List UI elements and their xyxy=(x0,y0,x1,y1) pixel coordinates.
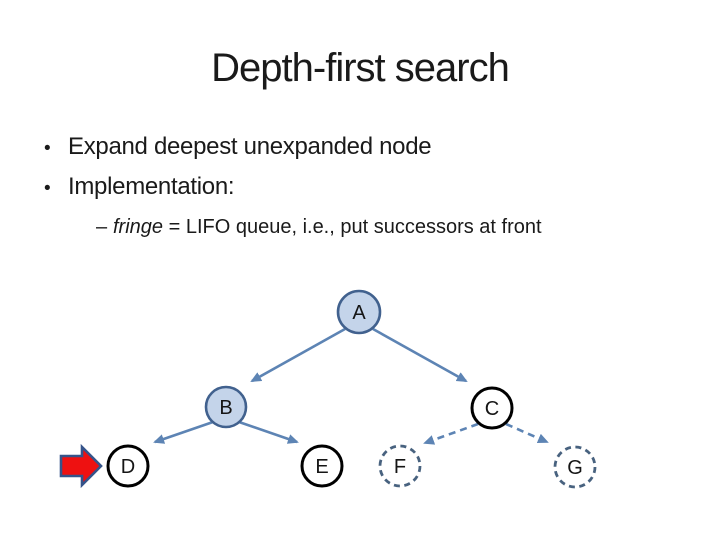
edge-C-G xyxy=(505,422,549,444)
node-D: D xyxy=(106,444,150,488)
node-F: F xyxy=(378,444,422,488)
node-G-circle xyxy=(553,445,597,489)
node-B-label: B xyxy=(219,397,232,419)
page-title: Depth-first search xyxy=(211,46,510,90)
edge-B-D xyxy=(153,420,214,444)
node-G: G xyxy=(553,445,597,489)
sub-bullet-text: fringe = LIFO queue, i.e., put successor… xyxy=(113,215,542,239)
node-B: B xyxy=(204,385,248,429)
bullet-icon: • xyxy=(44,138,51,159)
node-E-circle xyxy=(300,444,344,488)
bullet-text: Implementation: xyxy=(68,173,235,200)
sub-bullet-term: fringe xyxy=(113,216,164,238)
sub-bullet-item: – fringe = LIFO queue, i.e., put success… xyxy=(96,215,542,239)
edge-B-E xyxy=(238,420,299,444)
bullet-item: • Implementation: xyxy=(44,173,235,203)
node-A-label: A xyxy=(352,302,366,324)
node-A: A xyxy=(336,289,382,335)
node-C-circle xyxy=(470,386,514,430)
node-C: C xyxy=(470,386,514,430)
edge-A-C xyxy=(372,327,468,383)
bullet-text: Expand deepest unexpanded node xyxy=(68,133,432,160)
bullet-item: • Expand deepest unexpanded node xyxy=(44,133,432,163)
bullet-icon: • xyxy=(44,178,51,199)
node-E-label: E xyxy=(315,456,328,478)
node-D-label: D xyxy=(121,456,135,478)
node-G-label: G xyxy=(567,457,583,479)
edge-A-B xyxy=(250,327,346,383)
dash-icon: – xyxy=(96,216,108,238)
node-D-circle xyxy=(106,444,150,488)
edge-C-F xyxy=(423,422,479,445)
node-C-label: C xyxy=(485,398,499,420)
node-A-circle xyxy=(336,289,382,335)
node-F-label: F xyxy=(394,456,406,478)
sub-bullet-rest: = LIFO queue, i.e., put successors at fr… xyxy=(163,216,542,238)
current-node-arrow-icon xyxy=(59,443,103,489)
node-B-circle xyxy=(204,385,248,429)
node-F-circle xyxy=(378,444,422,488)
node-E: E xyxy=(300,444,344,488)
